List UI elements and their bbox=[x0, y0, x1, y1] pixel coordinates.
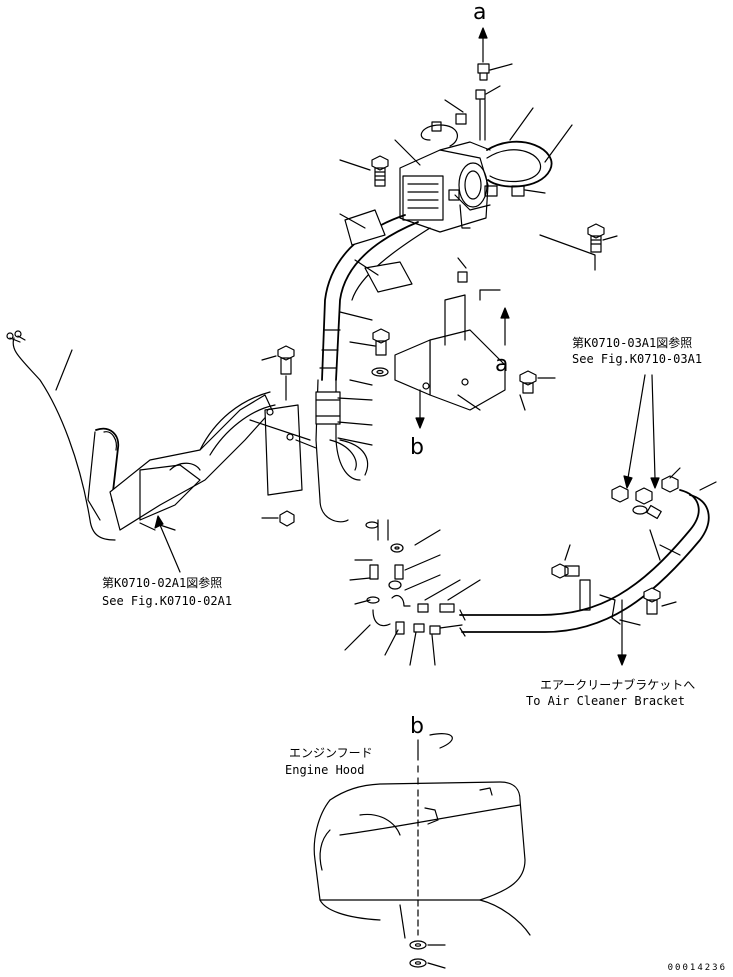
bolt-right-lower bbox=[551, 544, 580, 579]
callout-0710-02-jp: 第K0710-02A1図参照 bbox=[102, 576, 223, 590]
duct-clips bbox=[337, 209, 413, 446]
right-clamps bbox=[611, 467, 681, 515]
bolt-bracket-right bbox=[519, 370, 556, 394]
leader-lines-top bbox=[339, 107, 618, 271]
callout-engine-hood-jp: エンジンフード bbox=[289, 746, 373, 760]
heater-bracket bbox=[394, 257, 526, 411]
callout-arrows-0710-03 bbox=[623, 374, 660, 489]
main-ducts bbox=[315, 214, 431, 523]
bolt-right-pipe bbox=[643, 587, 677, 615]
callout-arrow-0710-02 bbox=[154, 515, 181, 573]
engine-hood-outline bbox=[313, 781, 531, 936]
bolt-top-left bbox=[371, 155, 389, 187]
heater-unit bbox=[399, 121, 553, 233]
callout-air-cleaner-en: To Air Cleaner Bracket bbox=[526, 694, 685, 708]
document-number: 00014236 bbox=[667, 963, 727, 973]
left-harness bbox=[6, 330, 116, 541]
callout-0710-03-en: See Fig.K0710-03A1 bbox=[572, 352, 703, 366]
bolt-left bbox=[261, 345, 295, 401]
top-connector-parts bbox=[444, 63, 513, 141]
view-arrow-a-top bbox=[478, 27, 488, 63]
view-label-b-middle: b bbox=[410, 435, 424, 460]
view-label-b-lower: b bbox=[410, 714, 424, 739]
bolt-bracket-left bbox=[371, 328, 390, 377]
callout-0710-03-jp: 第K0710-03A1図参照 bbox=[572, 336, 693, 350]
arrow-air-cleaner bbox=[617, 599, 627, 666]
view-b-marker bbox=[417, 733, 453, 785]
callout-engine-hood-en: Engine Hood bbox=[285, 763, 365, 777]
callout-air-cleaner-jp: エアークリーナブラケットへ bbox=[540, 678, 696, 692]
hood-washers bbox=[399, 904, 446, 969]
bolt-right bbox=[587, 223, 605, 253]
view-arrow-b-middle bbox=[415, 389, 425, 429]
left-duct bbox=[87, 391, 276, 531]
right-pipes bbox=[459, 481, 717, 637]
callout-0710-02-en: See Fig.K0710-02A1 bbox=[102, 594, 233, 608]
view-label-a-middle: a bbox=[495, 352, 509, 377]
view-arrow-a-middle bbox=[500, 307, 510, 346]
lower-fittings bbox=[344, 519, 481, 666]
left-clip-plate bbox=[249, 404, 317, 496]
nut-left bbox=[261, 510, 295, 527]
view-label-a-top: a bbox=[473, 0, 487, 25]
